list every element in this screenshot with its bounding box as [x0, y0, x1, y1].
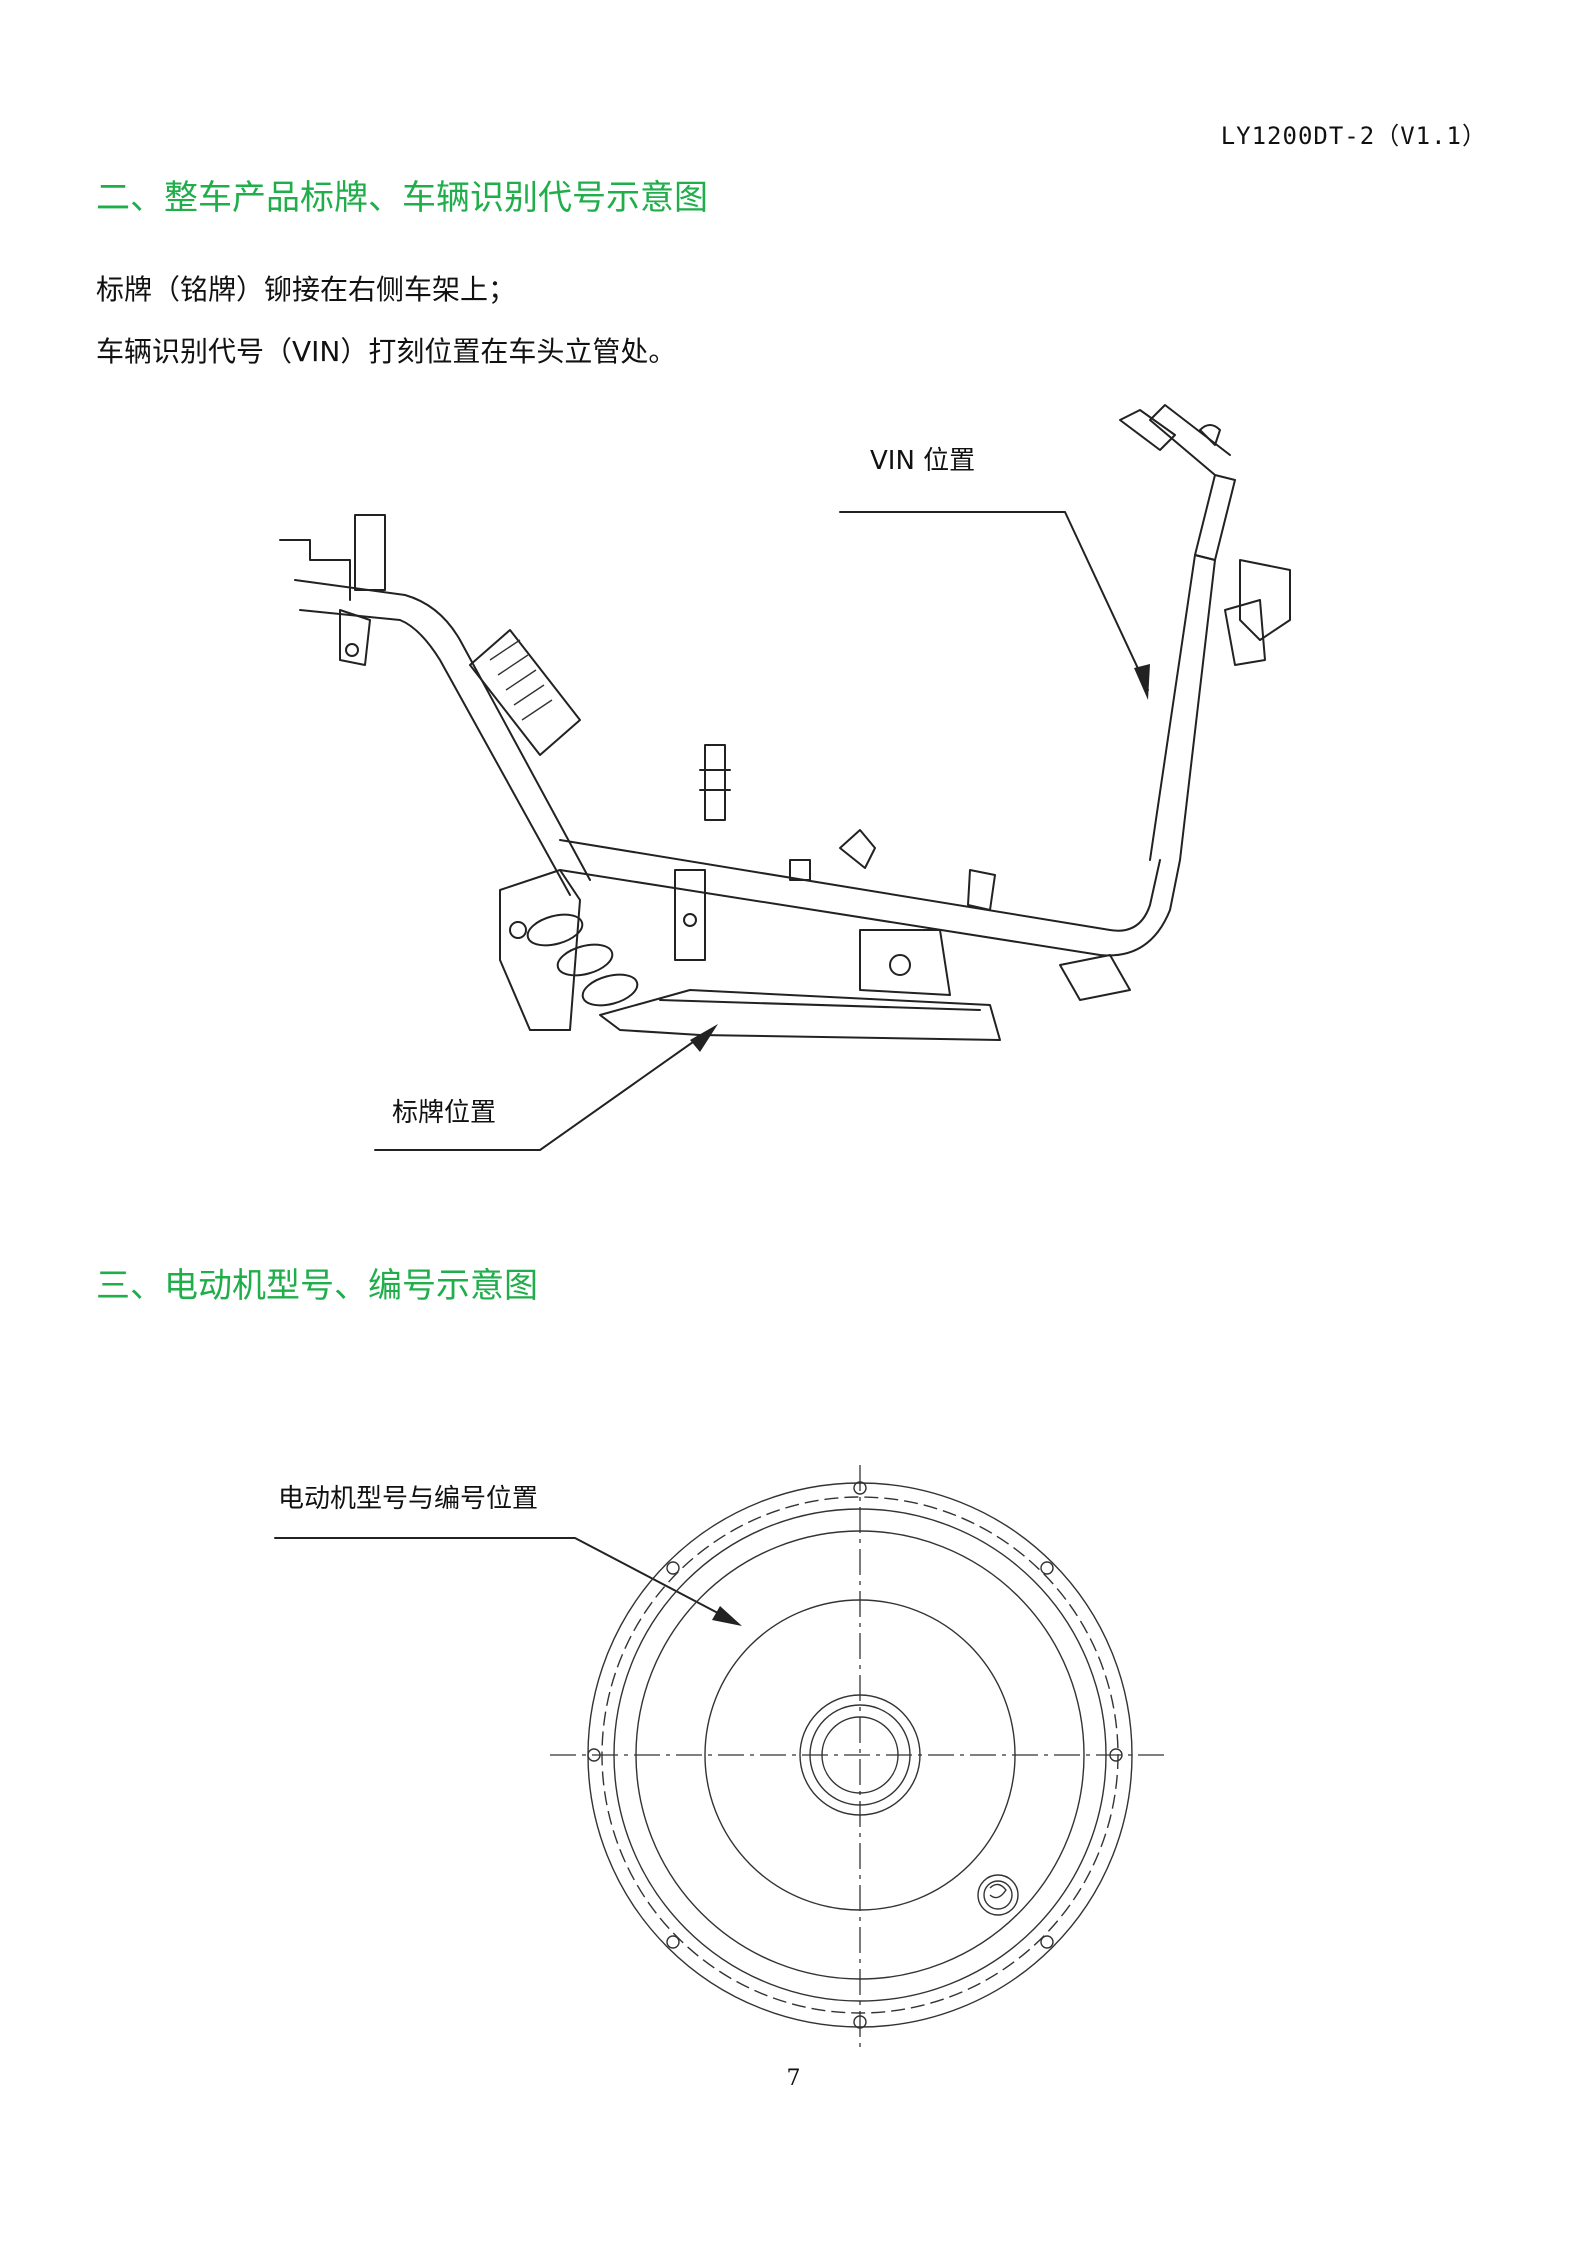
vin-position-label: VIN 位置: [870, 446, 976, 476]
vin-location-text: 车辆识别代号（VIN）打刻位置在车头立管处。: [96, 335, 677, 368]
motor-position-label: 电动机型号与编号位置: [278, 1484, 539, 1514]
page-number: 7: [786, 2066, 801, 2091]
section-heading-vehicle-plate: 二、整车产品标牌、车辆识别代号示意图: [96, 178, 708, 218]
section-heading-motor: 三、电动机型号、编号示意图: [96, 1266, 538, 1306]
document-number: LY1200DT-2（V1.1）: [1220, 122, 1487, 150]
plate-position-label: 标牌位置: [392, 1098, 497, 1128]
vehicle-frame-drawing: [279, 404, 1291, 1151]
plate-location-text: 标牌（铭牌）铆接在右侧车架上；: [96, 273, 517, 306]
